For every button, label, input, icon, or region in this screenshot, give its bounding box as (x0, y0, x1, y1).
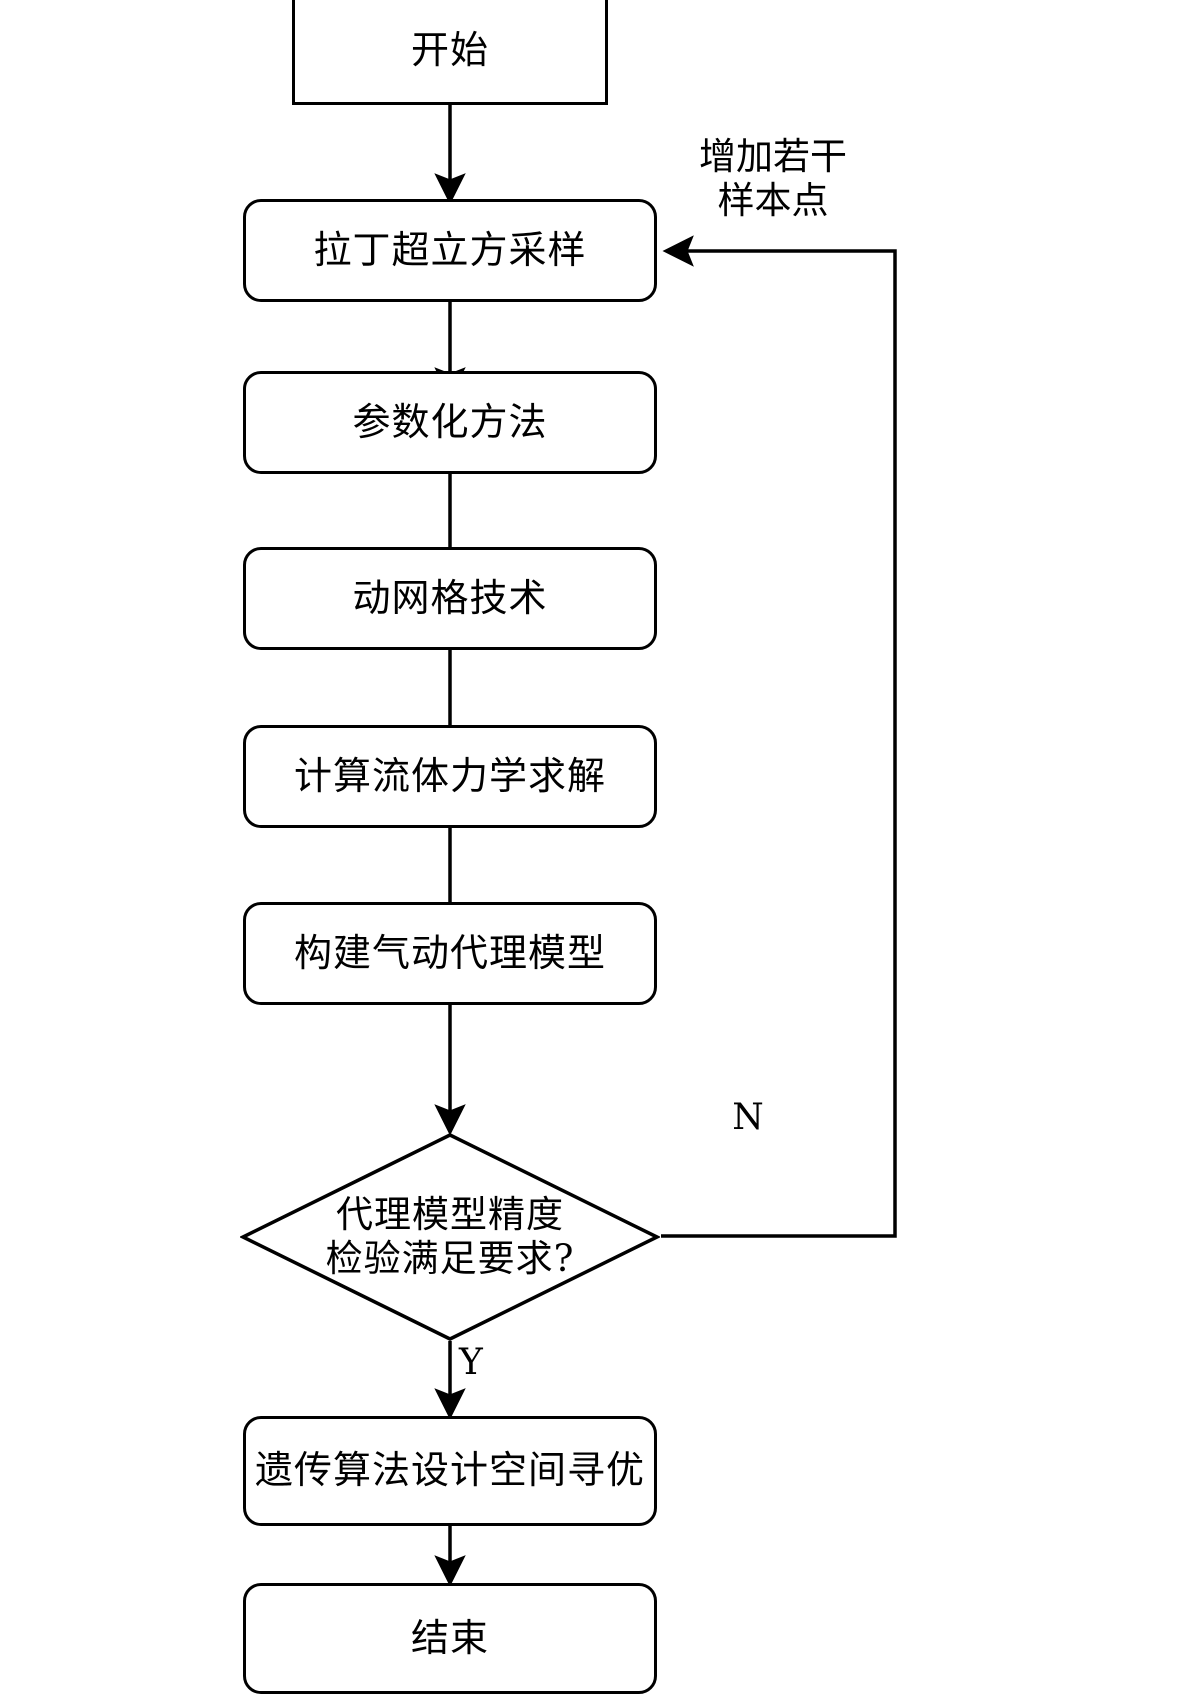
node-dynamic-mesh-technique[interactable]: 动网格技术 (243, 547, 657, 650)
node-end-label: 结束 (410, 1615, 489, 1660)
edge-label-add-sample-points: 增加若干 样本点 (699, 135, 847, 223)
node-genetic-algorithm-optimization-label: 遗传算法设计空间寻优 (254, 1448, 645, 1493)
node-latin-hypercube-sampling-label: 拉丁超立方采样 (313, 227, 587, 272)
node-parameterization-method-label: 参数化方法 (352, 399, 548, 444)
connector-check-no-feedback (661, 235, 897, 1238)
edge-label-yes: Y (459, 1342, 483, 1383)
diamond-shape (239, 1133, 661, 1341)
node-parameterization-method[interactable]: 参数化方法 (243, 371, 657, 474)
node-build-aero-surrogate-model[interactable]: 构建气动代理模型 (243, 902, 657, 1005)
node-end[interactable]: 结束 (243, 1583, 657, 1694)
node-build-aero-surrogate-model-label: 构建气动代理模型 (293, 930, 606, 975)
node-start[interactable]: 开始 (292, 0, 608, 105)
edge-label-no: N (732, 1097, 764, 1138)
node-genetic-algorithm-optimization[interactable]: 遗传算法设计空间寻优 (243, 1416, 657, 1526)
node-accuracy-check-decision[interactable]: 代理模型精度 检验满足要求? (239, 1132, 661, 1342)
node-cfd-solution[interactable]: 计算流体力学求解 (243, 725, 657, 828)
node-latin-hypercube-sampling[interactable]: 拉丁超立方采样 (243, 199, 657, 302)
node-dynamic-mesh-technique-label: 动网格技术 (352, 575, 548, 620)
node-start-label: 开始 (410, 27, 489, 72)
node-cfd-solution-label: 计算流体力学求解 (293, 753, 606, 798)
